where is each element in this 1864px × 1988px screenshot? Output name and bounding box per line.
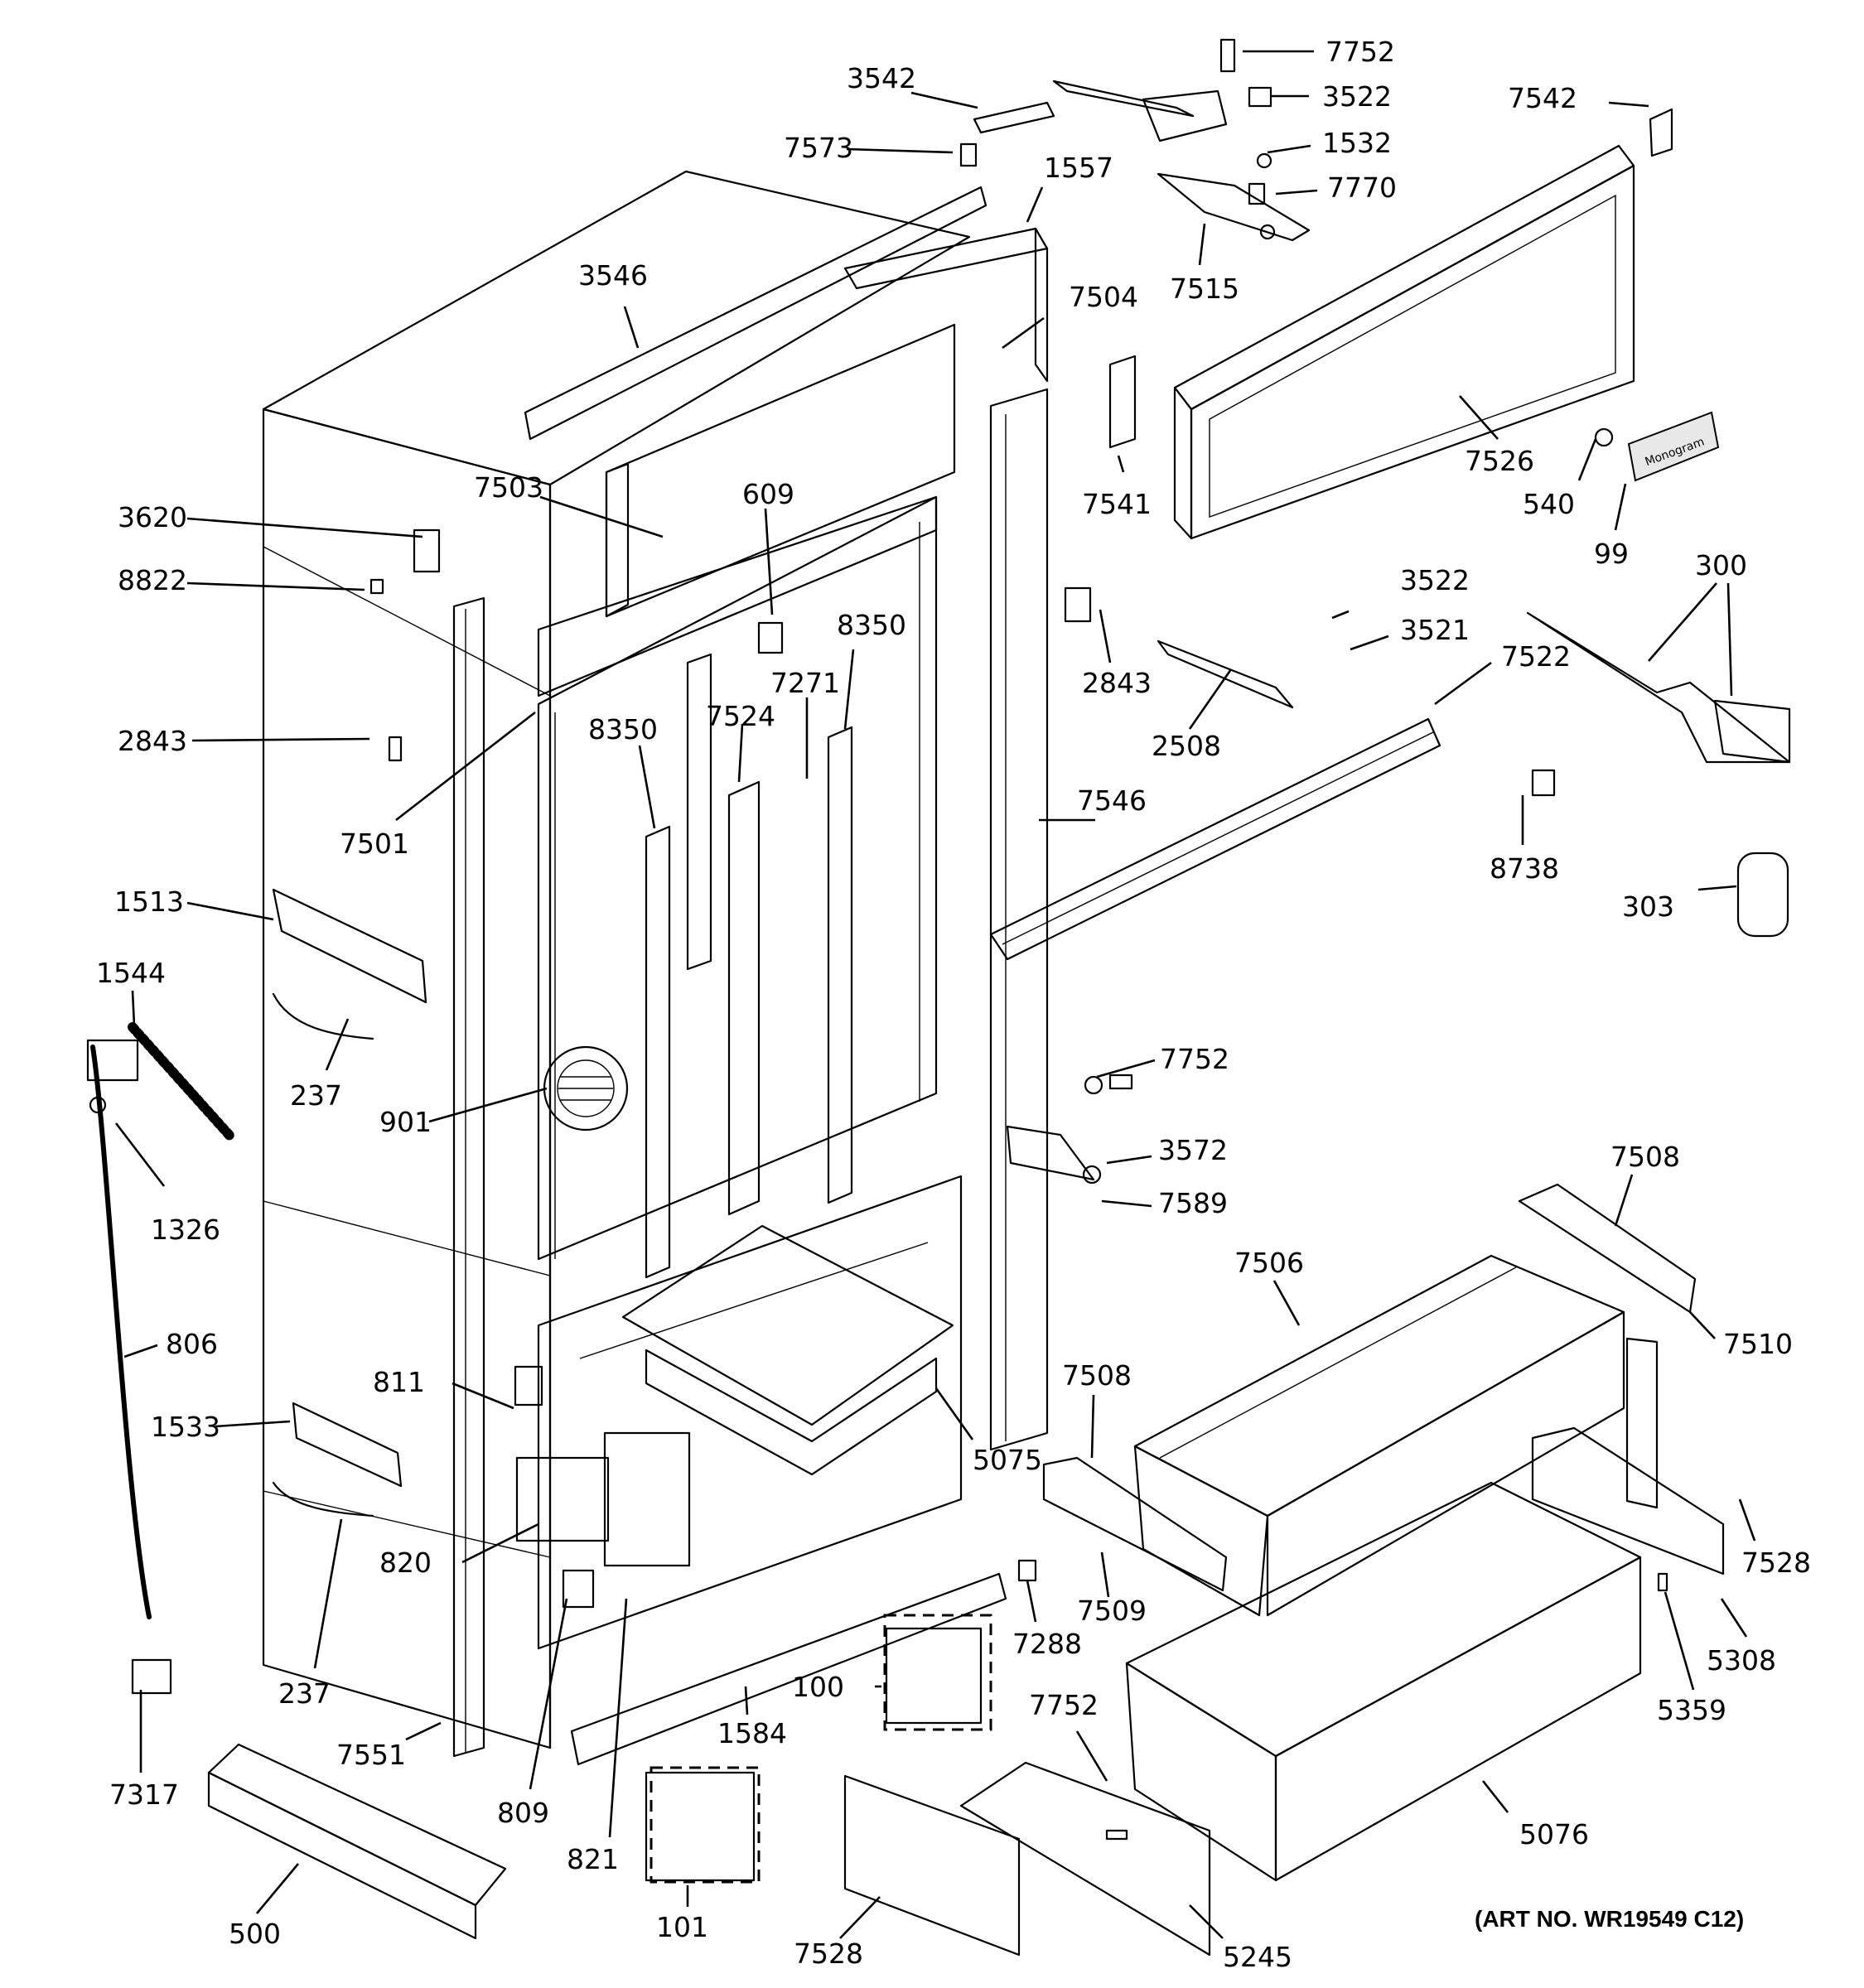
callout-label: 806	[166, 1328, 218, 1360]
refrigerator-cabinet	[262, 170, 1049, 1766]
callout-label: 1544	[96, 957, 166, 989]
callout-label: 7510	[1723, 1328, 1793, 1360]
callout-label: 7551	[336, 1739, 406, 1771]
callout-label: 7501	[340, 828, 409, 860]
callout-label: 101	[656, 1911, 708, 1943]
callout-label: 2843	[118, 725, 187, 757]
callout-label: 7522	[1501, 640, 1571, 673]
callout-label: 7752	[1029, 1689, 1099, 1721]
callout-label: 1532	[1322, 127, 1392, 159]
callout-label: 100	[792, 1671, 844, 1703]
callout-label: 237	[278, 1677, 331, 1710]
callout-label: 821	[567, 1843, 619, 1875]
callout-label: 8822	[118, 564, 187, 596]
callout-label: 3522	[1400, 564, 1470, 596]
callout-label: 809	[497, 1797, 549, 1829]
callout-label: 8738	[1490, 852, 1559, 885]
callout-label: 99	[1594, 538, 1629, 570]
callout-label: 7541	[1082, 488, 1152, 520]
callout-label: 7506	[1234, 1247, 1304, 1279]
service-kits	[650, 1614, 992, 1884]
callout-label: 3522	[1322, 80, 1392, 113]
callout-labels: 7752 3522 3542 7542 1532 7573 1557 7770 …	[96, 36, 1811, 1973]
callout-label: 3542	[847, 62, 916, 94]
callout-label: 7524	[706, 700, 775, 732]
callout-label: 7528	[1741, 1546, 1811, 1579]
callout-label: 7526	[1465, 445, 1534, 477]
callout-label: 820	[379, 1546, 432, 1579]
kit-101-box	[650, 1766, 761, 1884]
callout-label: 1557	[1044, 152, 1113, 184]
callout-label: 7508	[1610, 1141, 1680, 1173]
callout-label: 7317	[109, 1778, 179, 1811]
callout-label: 7528	[794, 1937, 863, 1970]
callout-label: 7770	[1327, 171, 1397, 204]
callout-label: 1326	[151, 1214, 220, 1246]
callout-label: 7515	[1170, 273, 1239, 305]
callout-label: 7589	[1158, 1187, 1228, 1219]
left-parts	[86, 528, 691, 1940]
callout-label: 811	[373, 1366, 425, 1398]
callout-label: 7503	[474, 471, 543, 504]
callout-label: 609	[742, 478, 794, 510]
callout-label: 901	[379, 1106, 432, 1138]
callout-label: 7509	[1077, 1595, 1147, 1627]
callout-label: 2843	[1082, 667, 1152, 699]
callout-label: 3521	[1400, 614, 1470, 646]
leader-lines	[114, 50, 1756, 1939]
art-number: (ART NO. WR19549 C12)	[1475, 1906, 1744, 1932]
callout-label: 5359	[1657, 1694, 1726, 1726]
baskets-and-slides	[645, 1074, 1725, 1957]
callout-label: 5075	[973, 1444, 1042, 1476]
kit-100-box	[883, 1614, 992, 1731]
callout-label: 7542	[1508, 82, 1577, 114]
callout-label: 7504	[1069, 281, 1138, 313]
callout-label: 5245	[1223, 1941, 1292, 1973]
callout-label: 3620	[118, 501, 187, 533]
callout-label: 7573	[784, 132, 853, 164]
callout-label: 7752	[1160, 1043, 1229, 1075]
callout-label: 303	[1622, 890, 1674, 923]
callout-label: 5076	[1519, 1818, 1589, 1850]
callout-label: 1533	[151, 1411, 220, 1443]
callout-label: 3572	[1158, 1134, 1228, 1166]
callout-label: 8350	[588, 713, 658, 746]
callout-label: 8350	[837, 609, 906, 641]
callout-label: 237	[290, 1079, 342, 1112]
freezer-door	[1173, 144, 1635, 540]
callout-label: 2508	[1152, 730, 1221, 762]
hinge-assembly	[959, 38, 1311, 242]
callout-label: 7752	[1326, 36, 1395, 68]
callout-label: 300	[1695, 549, 1747, 581]
callout-label: 5308	[1707, 1644, 1776, 1677]
callout-label: 1584	[717, 1717, 787, 1749]
callout-label: 7546	[1077, 784, 1147, 817]
callout-label: 7271	[770, 667, 840, 699]
callout-label: 500	[229, 1918, 281, 1950]
callout-label: 3546	[578, 259, 648, 292]
callout-label: 540	[1523, 488, 1575, 520]
callout-label: 7288	[1012, 1628, 1082, 1660]
callout-label: 1513	[114, 885, 184, 918]
callout-label: 7508	[1062, 1359, 1132, 1392]
handle-bar	[989, 108, 1673, 961]
